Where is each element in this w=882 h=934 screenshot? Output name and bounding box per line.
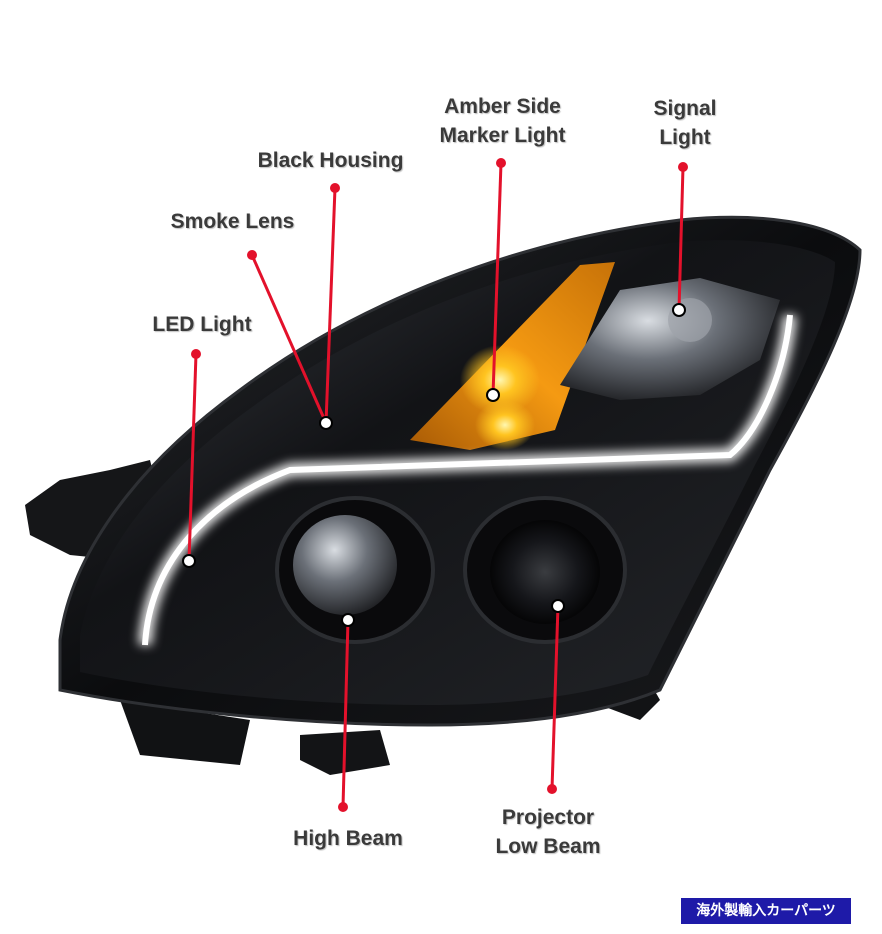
label-smoke-lens: Smoke Lens — [170, 210, 295, 233]
led-light-bar — [138, 314, 797, 646]
label-led-light: LED Light — [152, 313, 252, 336]
label-signal-light: Signal Light — [653, 97, 717, 149]
high-beam — [275, 496, 435, 644]
red-dots — [191, 158, 688, 812]
projector-low-beam — [463, 496, 627, 644]
watermark-badge: 海外製輸入カーパーツ — [681, 898, 851, 924]
signal-light — [560, 278, 780, 400]
label-high-beam: High Beam — [293, 827, 403, 850]
label-black-housing: Black Housing — [257, 149, 404, 172]
label-projector-low-beam: Projector Low Beam — [495, 806, 601, 858]
amber-side-marker — [410, 262, 615, 450]
target-dots — [182, 303, 686, 627]
label-amber-side-marker: Amber Side Marker Light — [439, 95, 566, 147]
leader-lines — [187, 162, 685, 808]
